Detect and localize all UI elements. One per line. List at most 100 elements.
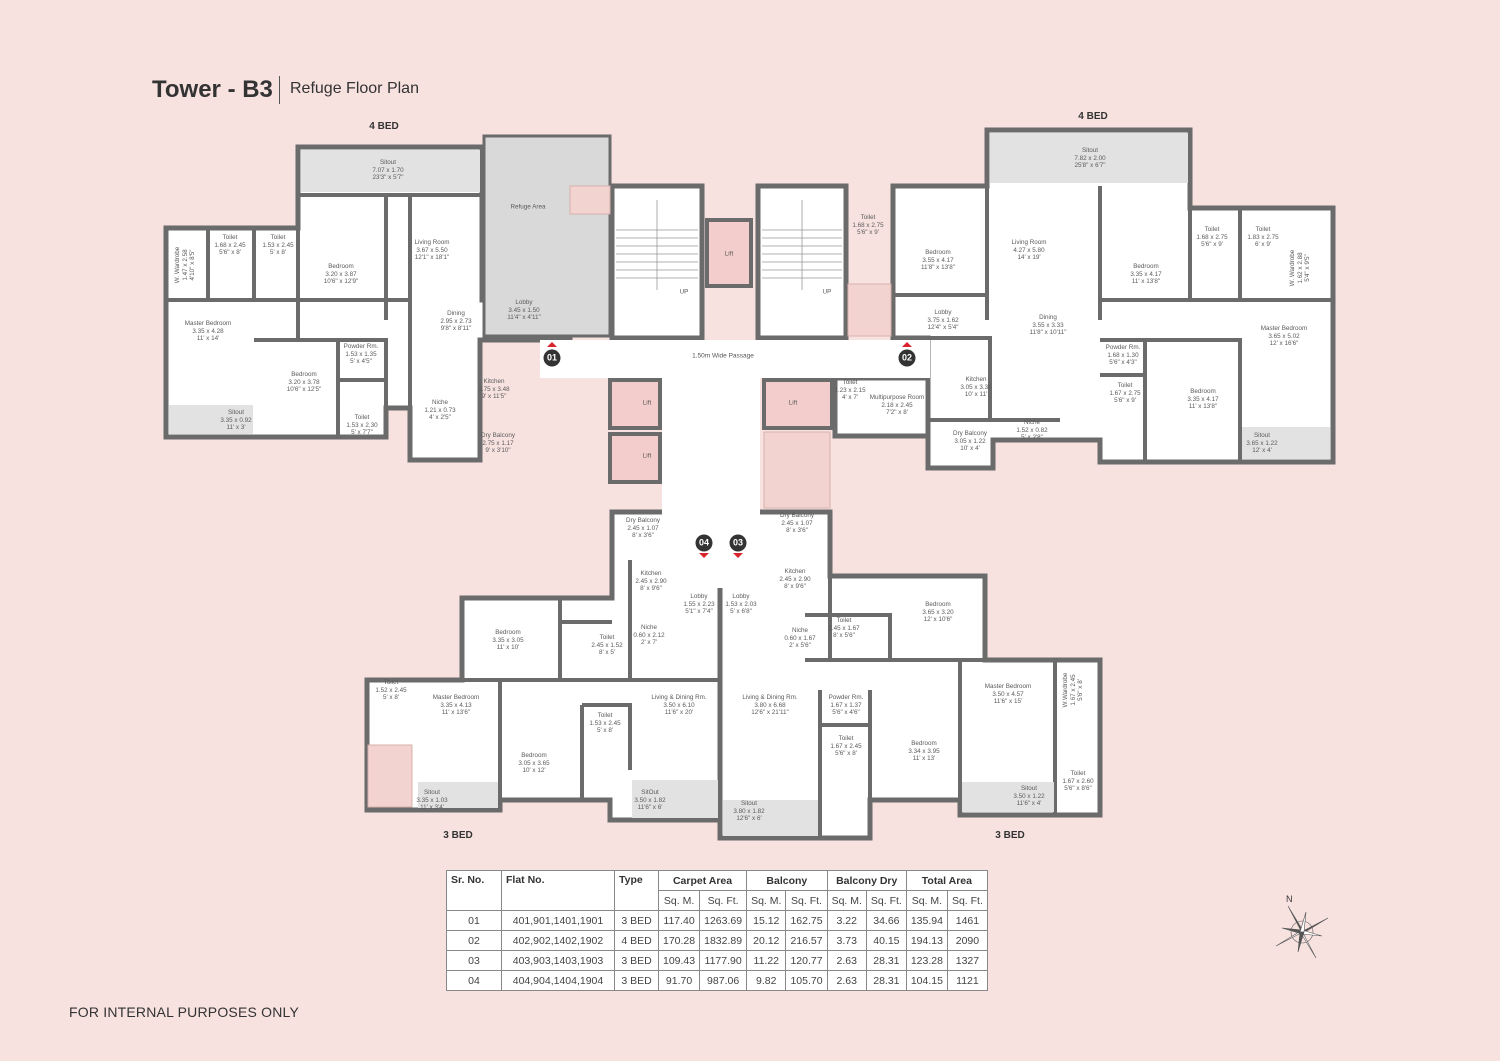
room-imperial: 11'6" x 4' [1016,799,1042,807]
unit-type-label: 4 BED [1078,111,1108,122]
table-cell: 3.73 [826,930,867,951]
table-cell: 402,902,1402,1902 [501,930,615,951]
room-imperial: 11' x 13'6" [441,708,471,716]
flat-marker-03: 03 [729,534,747,552]
room-metric: 3.65 x 3.20 [922,608,954,616]
room-imperial: 12'1" x 18'1" [414,253,450,261]
table-cell: 1177.90 [699,950,748,971]
room-name: Master Bedroom [1260,324,1308,332]
room-name: Toilet [383,678,399,686]
table-cell: 1461 [946,910,988,931]
room-name: Niche [431,398,449,406]
room-imperial: 8' x 3'6" [786,526,808,534]
room-metric: 2.45 x 1.67 [828,624,860,632]
room-metric: 3.45 x 1.50 [508,306,540,314]
room-imperial: 4' x 7' [841,393,859,401]
room-metric: 4.27 x 5.80 [1013,246,1045,254]
unit-header-sqm: Sq. M. [905,890,948,911]
room-name: Dry Balcony [626,516,660,524]
table-cell: 3 BED [614,970,659,991]
room-imperial: 11' x 3' [226,423,246,431]
compass-rose-icon: N [1275,894,1329,959]
room-imperial: 5'1" x 7'4" [685,607,713,615]
room-imperial: 11' x 13'8" [1131,277,1161,285]
table-cell: 40.15 [865,930,907,951]
col-balcony-dry: Balcony Dry [826,870,907,891]
room-metric: 1.67 x 2.75 [1109,389,1141,397]
room-imperial: 5'6" x 8' [1076,679,1084,701]
room-name: Sitout [379,158,397,166]
room-metric: 3.67 x 5.50 [416,246,448,254]
room-name: Bedroom [328,262,354,270]
room-metric: 3.55 x 4.17 [922,256,954,264]
room-imperial: 5' x 7'7" [351,428,373,436]
room-metric: 1.52 x 0.82 [1016,426,1048,434]
central-corridor [662,378,760,588]
room-metric: 3.80 x 6.68 [754,701,786,709]
room-metric: 1.67 x 1.37 [830,701,862,709]
room-metric: 7.07 x 1.70 [372,166,404,174]
room-imperial: 8' x 5' [598,648,616,656]
table-cell: 403,903,1403,1903 [501,950,615,971]
lift-label: Lift [642,452,652,460]
stair-up-label: UP [679,288,689,296]
room-imperial: 5' x 6'8" [730,607,752,615]
room-name: Toilet [1204,225,1220,233]
table-cell: 20.12 [746,930,787,951]
room-imperial: 5'6" x 9' [1114,396,1136,404]
table-cell: 04 [446,970,502,991]
room-imperial: 11'8" x 13'8" [920,263,956,271]
room-metric: 3.35 x 4.17 [1130,270,1162,278]
room-name: Lobby [934,308,952,316]
room-imperial: 12' x 16'6" [1269,339,1299,347]
room-name: SitOut [641,788,659,796]
room-imperial: 5' x 4'5" [350,357,372,365]
room-metric: 1.55 x 2.23 [683,600,715,608]
table-cell: 11.22 [746,950,787,971]
table-cell: 135.94 [905,910,948,931]
room-name: Toilet [597,711,613,719]
room-imperial: 8' x 5'6" [833,631,855,639]
room-name: Bedroom [1190,387,1216,395]
unit-header-sqft: Sq. Ft. [946,890,988,911]
table-cell: 9.82 [746,970,787,991]
unit-header-sqft: Sq. Ft. [699,890,748,911]
title-divider [279,76,280,104]
room-name: Bedroom [291,370,317,378]
area-table: Sr. No. Flat No. Type Carpet Area Balcon… [446,870,988,991]
sitout-01-master [169,405,253,434]
lift-label: Lift [642,399,652,407]
room-name: Sitout [227,408,245,416]
col-sr-no: Sr. No. [446,870,502,911]
room-metric: 1.68 x 2.75 [852,221,884,229]
room-imperial: 10'6" x 12'5" [286,385,322,393]
table-cell: 401,901,1401,1901 [501,910,615,931]
lift-left-1 [608,378,662,430]
room-name: Sitout [740,799,758,807]
room-imperial: 11'6" x 6' [637,803,663,811]
room-name: Dining [447,309,465,317]
room-name: Niche [1023,418,1041,426]
room-name: Bedroom [925,248,951,256]
room-metric: 1.53 x 2.03 [725,600,757,608]
table-cell: 404,904,1404,1904 [501,970,615,991]
room-name: W. Wardrobe [173,246,181,284]
col-balcony: Balcony [746,870,828,891]
room-imperial: 5' x 8' [382,693,400,701]
